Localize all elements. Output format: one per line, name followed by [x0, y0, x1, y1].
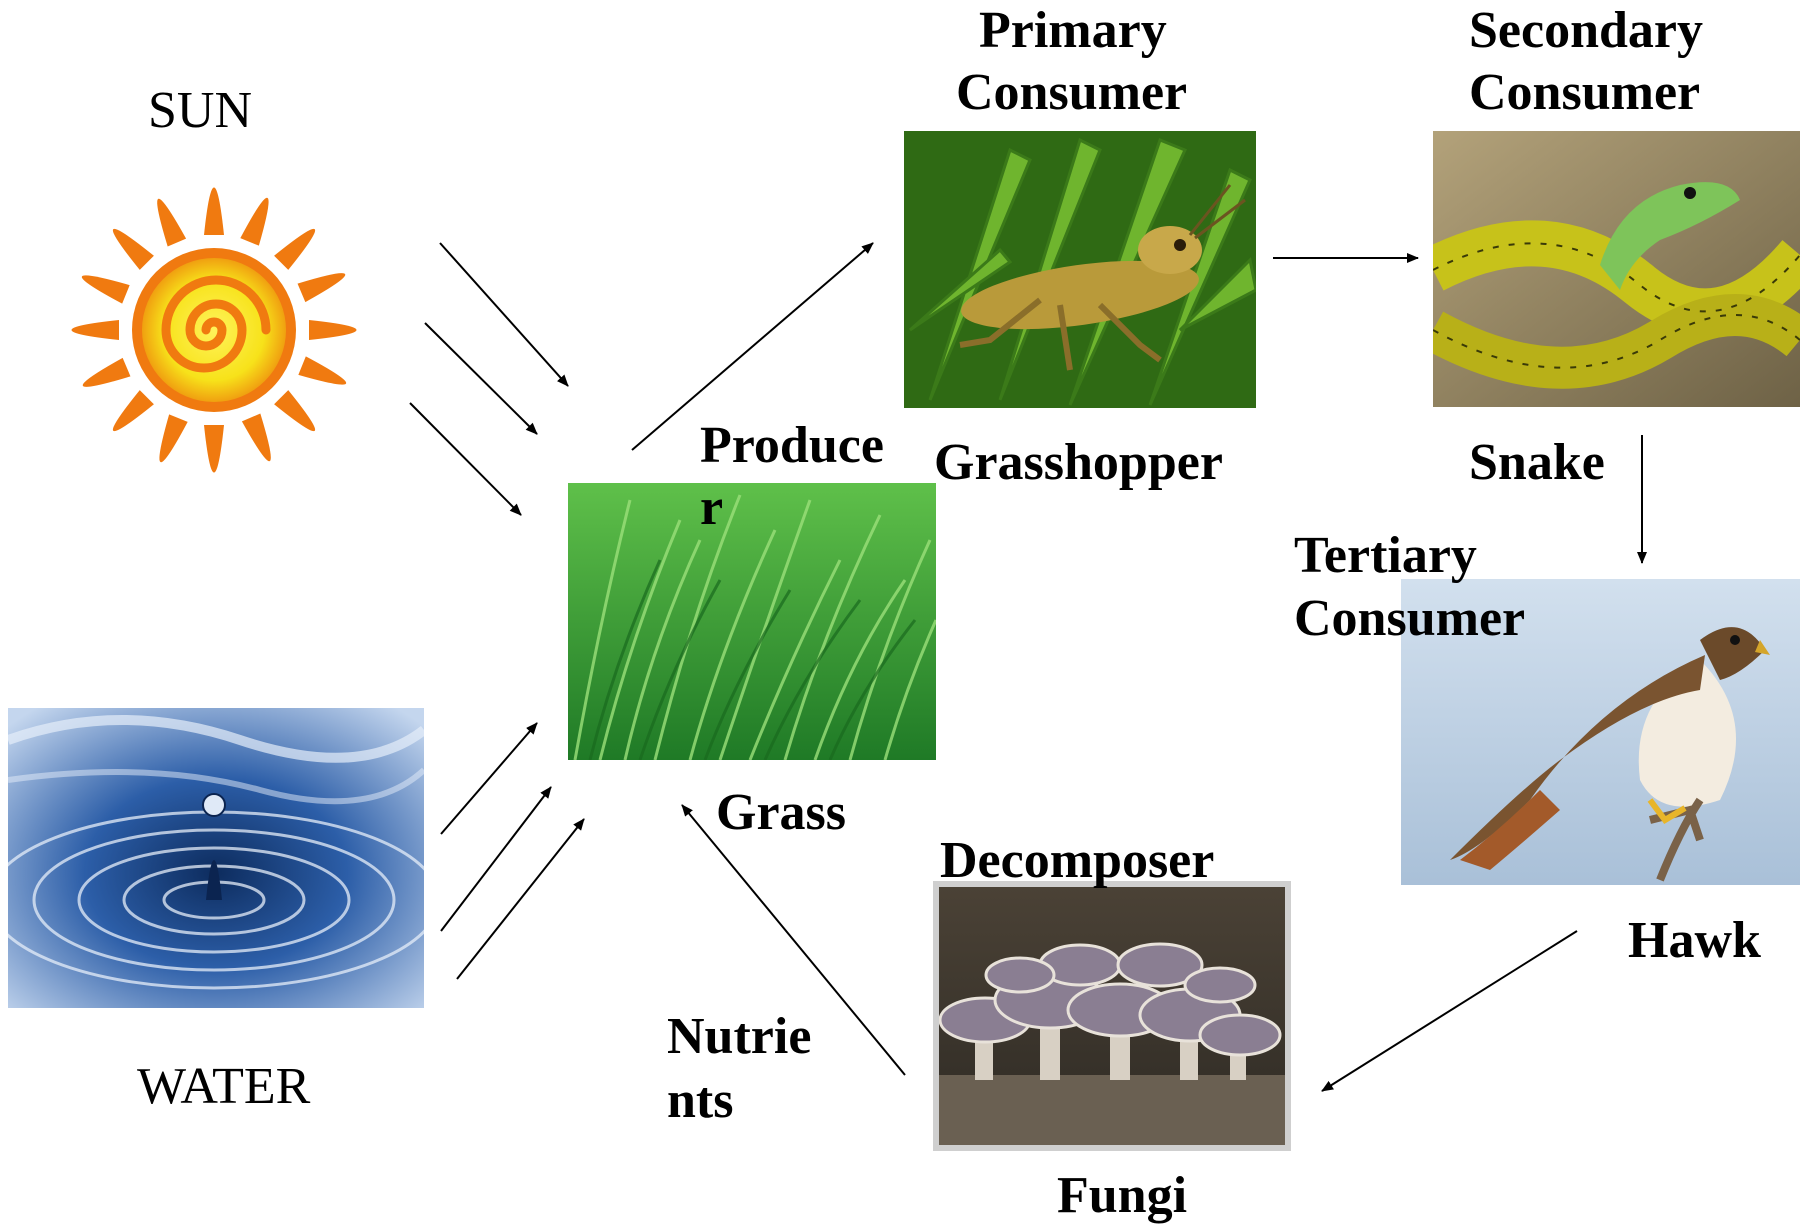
primary-consumer-label-line1: Primary: [979, 0, 1167, 62]
fungi-label: Fungi: [1057, 1165, 1187, 1226]
sun-icon: [72, 188, 357, 473]
grasshopper-icon: [904, 131, 1256, 408]
nutrients-label-line1: Nutrie: [667, 1006, 811, 1068]
water-label: WATER: [137, 1056, 310, 1118]
decomposer-label: Decomposer: [940, 830, 1214, 892]
grasshopper-label: Grasshopper: [934, 432, 1223, 494]
water-to-grass-arrow-2: [441, 787, 551, 931]
water-to-grass-arrow-3: [457, 819, 584, 979]
sun-to-grass-arrow-1: [440, 243, 568, 386]
hawk-to-fungi-arrow: [1322, 931, 1577, 1091]
primary-consumer-label-line2: Consumer: [956, 62, 1187, 124]
sun-to-grass-arrow-3: [410, 403, 521, 515]
secondary-consumer-label-line2: Consumer: [1469, 62, 1700, 124]
grass-icon: [568, 483, 936, 760]
tertiary-consumer-label-line2: Consumer: [1294, 588, 1525, 650]
water-drop-icon: [0, 708, 439, 1008]
grass-label: Grass: [716, 782, 846, 844]
sun-to-grass-arrow-2: [425, 323, 537, 434]
sun-label: SUN: [148, 80, 252, 142]
hawk-label: Hawk: [1628, 910, 1761, 972]
nutrients-label-line2: nts: [667, 1070, 733, 1132]
secondary-consumer-label-line1: Secondary: [1469, 0, 1703, 62]
tertiary-consumer-label-line1: Tertiary: [1294, 525, 1477, 587]
producer-label-line1: Produce: [700, 415, 884, 477]
snake-label: Snake: [1469, 432, 1605, 494]
snake-icon: [1433, 131, 1800, 407]
water-to-grass-arrow-1: [441, 723, 537, 834]
producer-label-line2: r: [700, 477, 723, 539]
mushroom-icon: [936, 884, 1288, 1148]
